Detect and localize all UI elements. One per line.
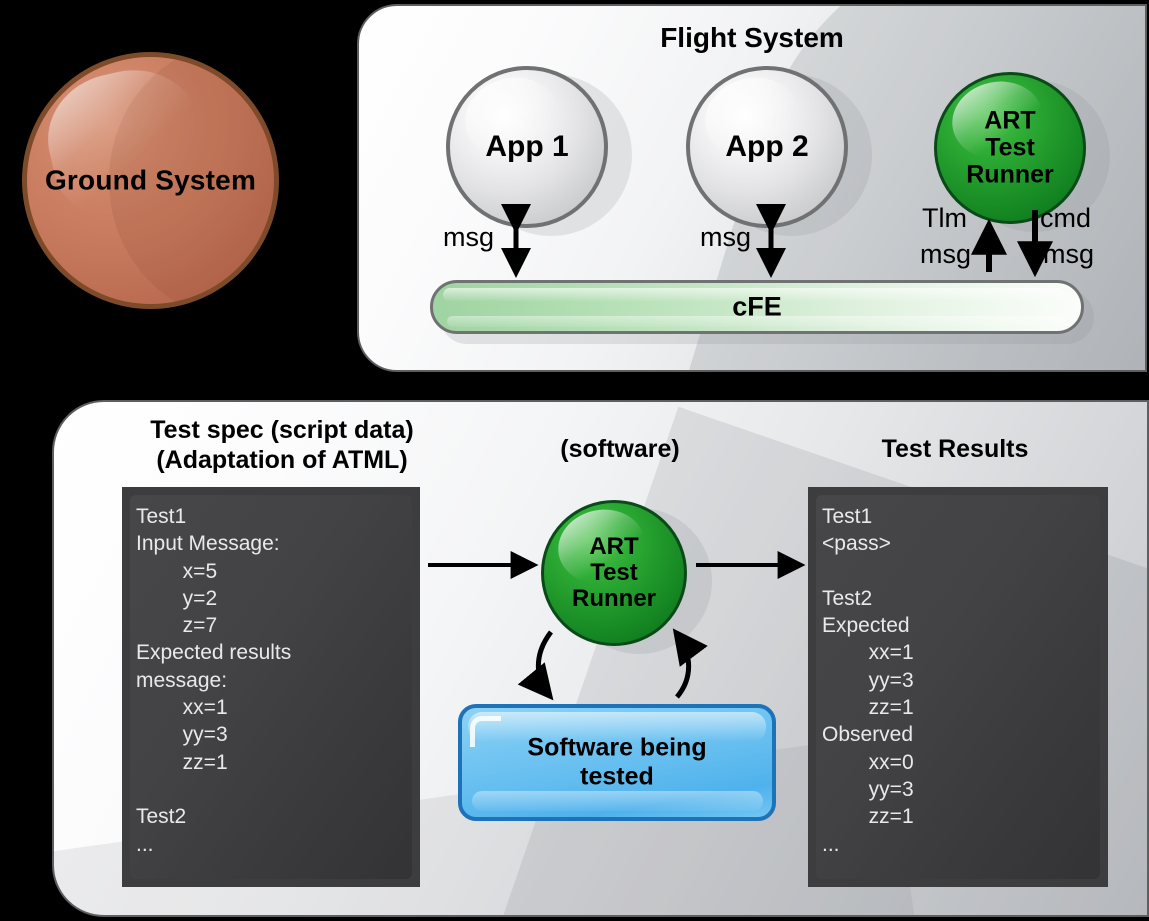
test-results-title: Test Results <box>881 435 1029 463</box>
test-spec-title-line1: Test spec (script data) <box>150 416 414 444</box>
art-test-runner-flight-node[interactable]: ART Test Runner <box>934 72 1086 224</box>
cmd-msg-label-line2: msg <box>1043 239 1095 269</box>
cmd-msg-label-line1: cmd <box>1040 203 1092 233</box>
app1-node[interactable]: App 1 <box>446 66 608 228</box>
ground-system-node[interactable]: Ground System <box>22 52 279 309</box>
test-results-text: Test1 <pass> Test2 Expected xx=1 yy=3 zz… <box>822 505 914 856</box>
app2-msg-label: msg <box>700 222 752 252</box>
software-box-line1: Software being <box>527 733 707 761</box>
art-runner-line3: Runner <box>572 584 656 612</box>
test-results-box-inner <box>816 495 1100 879</box>
art-test-runner-node[interactable]: ART Test Runner <box>541 500 687 646</box>
art-runner-flight-line2: Test <box>985 133 1035 162</box>
flight-system-title: Flight System <box>660 22 844 53</box>
art-test-runner-flight-label: ART Test Runner <box>937 106 1083 189</box>
art-runner-line1: ART <box>589 533 639 561</box>
art-test-runner-label: ART Test Runner <box>544 534 684 612</box>
software-box-highlight <box>468 712 766 742</box>
cfe-label: cFE <box>732 291 782 322</box>
cfe-bar[interactable]: cFE <box>430 280 1084 334</box>
test-spec-title: Test spec (script data) (Adaptation of A… <box>92 415 472 475</box>
test-results-box[interactable]: Test1 <pass> Test2 Expected xx=1 yy=3 zz… <box>808 487 1108 887</box>
ground-system-label: Ground System <box>44 163 257 195</box>
art-runner-line2: Test <box>590 559 638 587</box>
software-column-title: (software) <box>560 435 680 463</box>
test-spec-box[interactable]: Test1 Input Message: x=5 y=2 z=7 Expecte… <box>122 487 420 887</box>
software-being-tested-node[interactable]: Software being tested <box>458 704 776 821</box>
app1-label: App 1 <box>485 129 569 163</box>
cfe-bar-bottom-sheen <box>447 316 1063 327</box>
test-spec-box-inner <box>130 495 412 879</box>
test-spec-text: Test1 Input Message: x=5 y=2 z=7 Expecte… <box>136 505 292 856</box>
software-box-bottom-sheen <box>472 791 764 811</box>
art-runner-flight-line3: Runner <box>966 160 1054 189</box>
tlm-msg-label-line1: Tlm <box>922 203 967 233</box>
app2-label: App 2 <box>725 129 809 163</box>
test-spec-title-line2: (Adaptation of ATML) <box>156 446 408 474</box>
art-runner-flight-line1: ART <box>984 106 1036 135</box>
tlm-msg-label-line2: msg <box>920 239 972 269</box>
app1-msg-label: msg <box>443 222 495 252</box>
software-being-tested-label: Software being tested <box>462 733 772 792</box>
app2-node[interactable]: App 2 <box>686 66 848 228</box>
cfe-bar-highlight <box>443 288 1066 302</box>
software-box-line2: tested <box>580 762 654 791</box>
software-box-corner-gloss <box>470 716 501 747</box>
